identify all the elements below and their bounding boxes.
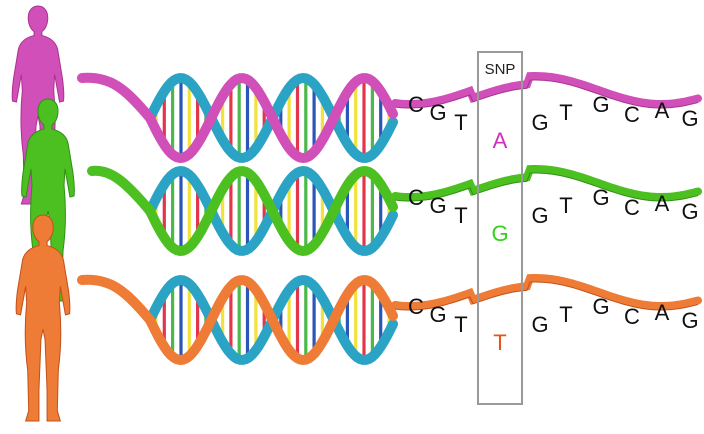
snp-base-letter: A: [493, 128, 508, 153]
ribbon-trail: [391, 165, 702, 201]
helix-strand-colored: [145, 275, 398, 366]
sequence-base: C: [624, 102, 640, 127]
ribbon-trail-edge: [394, 172, 699, 202]
sequence-base: G: [429, 100, 446, 125]
ribbon-trail-edge: [394, 281, 699, 311]
sequence-base: A: [655, 300, 670, 325]
people-group: [11, 5, 75, 422]
sequence-base: A: [655, 191, 670, 216]
sequence-base: G: [429, 302, 446, 327]
sequence-base: T: [559, 100, 572, 125]
sequence-base: T: [454, 203, 467, 228]
ribbon-trail-edge: [394, 79, 699, 109]
ribbon-lead-in: [77, 274, 155, 325]
snp-label: SNP: [485, 61, 516, 78]
sequence-base: T: [559, 302, 572, 327]
sequence-base: C: [408, 294, 424, 319]
sequence-base: C: [624, 304, 640, 329]
sequence-base: G: [592, 185, 609, 210]
snp-highlight: SNP: [477, 51, 523, 405]
sequence-base: G: [592, 92, 609, 117]
sequence-base: G: [592, 294, 609, 319]
ribbon-lead-in: [87, 165, 155, 216]
sequence-base: G: [429, 193, 446, 218]
snp-base-letter: G: [491, 221, 508, 246]
ribbon-lead-in: [77, 72, 155, 123]
sequence-base: G: [531, 110, 548, 135]
sequence-base: G: [531, 203, 548, 228]
sequence-base: G: [531, 312, 548, 337]
sequence-base: G: [681, 308, 698, 333]
sequence-base: A: [655, 98, 670, 123]
sequence-base: C: [408, 92, 424, 117]
sequence-base: T: [454, 312, 467, 337]
sequence-base: C: [624, 195, 640, 220]
person-orange: [15, 214, 71, 422]
helix-strand-colored: [145, 73, 398, 164]
ribbon-trail: [391, 72, 702, 108]
sequence-base: G: [681, 106, 698, 131]
sequence-base: T: [454, 110, 467, 135]
sequence-base: G: [681, 199, 698, 224]
sequence-base: T: [559, 193, 572, 218]
snp-base-letter: T: [493, 330, 506, 355]
snp-box: [477, 51, 523, 405]
ribbon-trail: [391, 274, 702, 310]
helix-strand-colored: [145, 166, 398, 257]
sequence-base: C: [408, 185, 424, 210]
